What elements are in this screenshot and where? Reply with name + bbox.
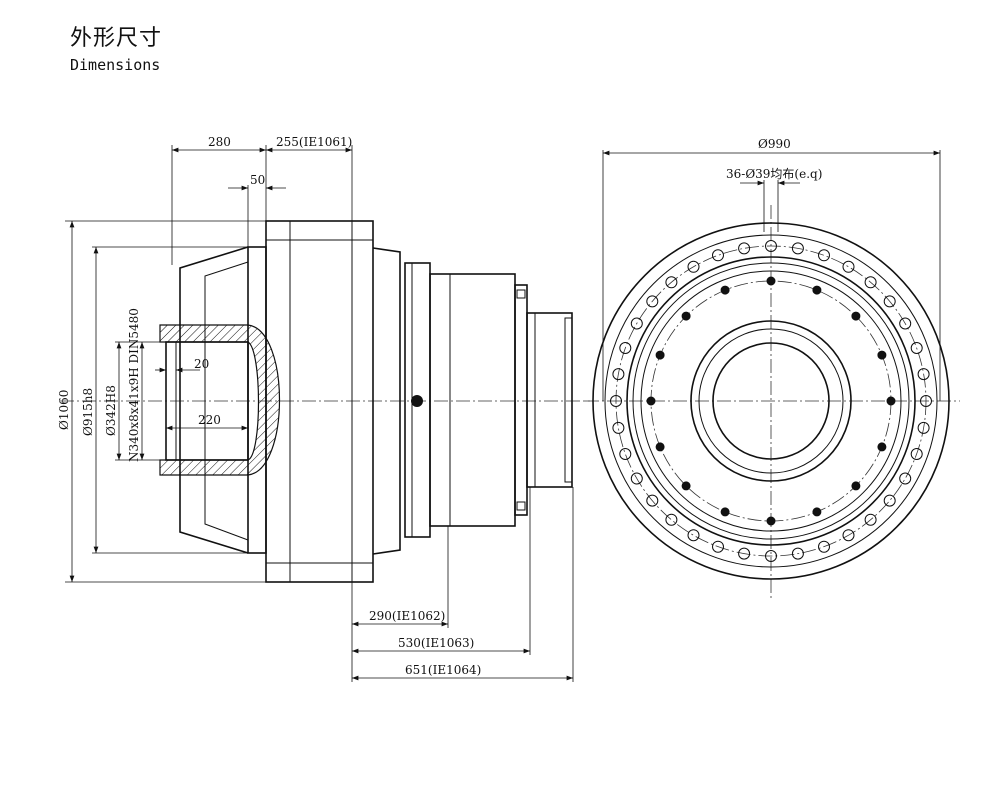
main-flange xyxy=(265,220,374,583)
inner-bolt-hole xyxy=(681,481,691,491)
dim-dia990: Ø990 xyxy=(758,137,791,151)
center-bore xyxy=(712,342,830,460)
outer-bolt-hole xyxy=(791,242,804,255)
outer-bolt-hole xyxy=(712,540,724,553)
outer-bolt-hole xyxy=(612,421,625,434)
inner-bolt-hole xyxy=(646,396,656,406)
outer-bolt-hole xyxy=(612,368,625,381)
drawing-title-chinese: 外形尺寸 xyxy=(70,26,163,51)
dim-20: 20 xyxy=(194,357,209,371)
outer-bolt-hole xyxy=(899,472,912,485)
dim-290: 290(IE1062) xyxy=(369,609,445,623)
outer-bolt-hole xyxy=(765,240,777,252)
outer-bolt-hole xyxy=(917,421,930,434)
front-view: Ø990 36-Ø39均布(e.q) xyxy=(585,137,960,600)
dim-holes: 36-Ø39均布(e.q) xyxy=(726,167,822,181)
dim-50: 50 xyxy=(250,173,265,187)
plug-icon xyxy=(411,395,423,407)
outer-bolt-hole xyxy=(619,448,632,460)
inner-bolt-hole xyxy=(655,350,665,360)
input-hub xyxy=(179,246,249,554)
outer-bolt-hole xyxy=(765,550,777,562)
dim-280: 280 xyxy=(208,135,231,149)
inner-bolt-hole xyxy=(720,285,730,295)
outer-bolt-hole xyxy=(917,368,930,381)
section-hatch xyxy=(159,324,280,476)
outer-bolt-hole xyxy=(687,260,700,273)
outer-bolt-hole xyxy=(738,242,751,255)
dim-255: 255(IE1061) xyxy=(276,135,352,149)
outer-bolt-hole xyxy=(899,317,912,330)
inner-bolt-hole xyxy=(812,507,822,517)
outer-bolt-hole xyxy=(920,395,932,407)
dim-dia1060: Ø1060 xyxy=(57,390,71,430)
outer-bolt-hole xyxy=(665,276,678,289)
dim-530: 530(IE1063) xyxy=(398,636,474,650)
outer-bolt-hole xyxy=(864,513,877,526)
outer-bolt-hole xyxy=(883,494,896,507)
inner-bolt-hole xyxy=(655,442,665,452)
outer-bolt-hole xyxy=(610,395,622,407)
outer-bolt-hole xyxy=(864,276,877,289)
dim-dia915: Ø915h8 xyxy=(81,388,95,436)
outer-bolt-hole xyxy=(883,295,896,308)
inner-bolt-hole xyxy=(851,311,861,321)
inner-bolt-hole xyxy=(851,481,861,491)
outer-bolt-hole xyxy=(791,547,804,560)
outer-bolt-hole xyxy=(910,448,923,460)
outer-bolt-hole xyxy=(738,547,751,560)
outer-bolt-hole xyxy=(818,540,830,553)
spline-bore xyxy=(165,341,249,461)
inner-bolt-hole xyxy=(886,396,896,406)
inner-bolt-hole xyxy=(681,311,691,321)
dim-spline: N340x8x41x9H DIN5480 xyxy=(127,308,141,462)
outer-bolt-hole xyxy=(619,342,632,354)
inner-bolt-hole xyxy=(812,285,822,295)
dim-220: 220 xyxy=(198,413,221,427)
outer-bolt-hole xyxy=(665,513,678,526)
outer-bolt-hole xyxy=(842,529,855,542)
outer-bolt-hole xyxy=(630,317,643,330)
outer-bolt-hole xyxy=(842,260,855,273)
inner-bolt-hole xyxy=(877,442,887,452)
outer-bolt-hole xyxy=(712,249,724,262)
outer-bolt-hole xyxy=(818,249,830,262)
outer-bolt-hole xyxy=(630,472,643,485)
step-3 xyxy=(429,273,516,527)
step-1 xyxy=(372,247,401,555)
inner-bolt-hole xyxy=(766,276,776,286)
step-4 xyxy=(514,284,528,516)
drawing-title-english: Dimensions xyxy=(70,56,161,74)
outer-circle xyxy=(592,222,950,580)
inner-bolt-hole xyxy=(766,516,776,526)
bolt-circle-outer xyxy=(615,245,927,557)
inner-bolt-hole xyxy=(720,507,730,517)
outer-bolt-hole xyxy=(910,342,923,354)
dim-dia342: Ø342H8 xyxy=(104,385,118,436)
outer-bolt-hole xyxy=(687,529,700,542)
inner-bolt-hole xyxy=(877,350,887,360)
outer-bolt-holes xyxy=(610,240,932,562)
inner-bolt-holes xyxy=(646,276,896,526)
outer-bolt-hole xyxy=(646,494,659,507)
dim-651: 651(IE1064) xyxy=(405,663,481,677)
side-view: 280 255(IE1061) 50 20 220 290(IE1062) 53… xyxy=(57,135,590,682)
outer-bolt-hole xyxy=(646,295,659,308)
